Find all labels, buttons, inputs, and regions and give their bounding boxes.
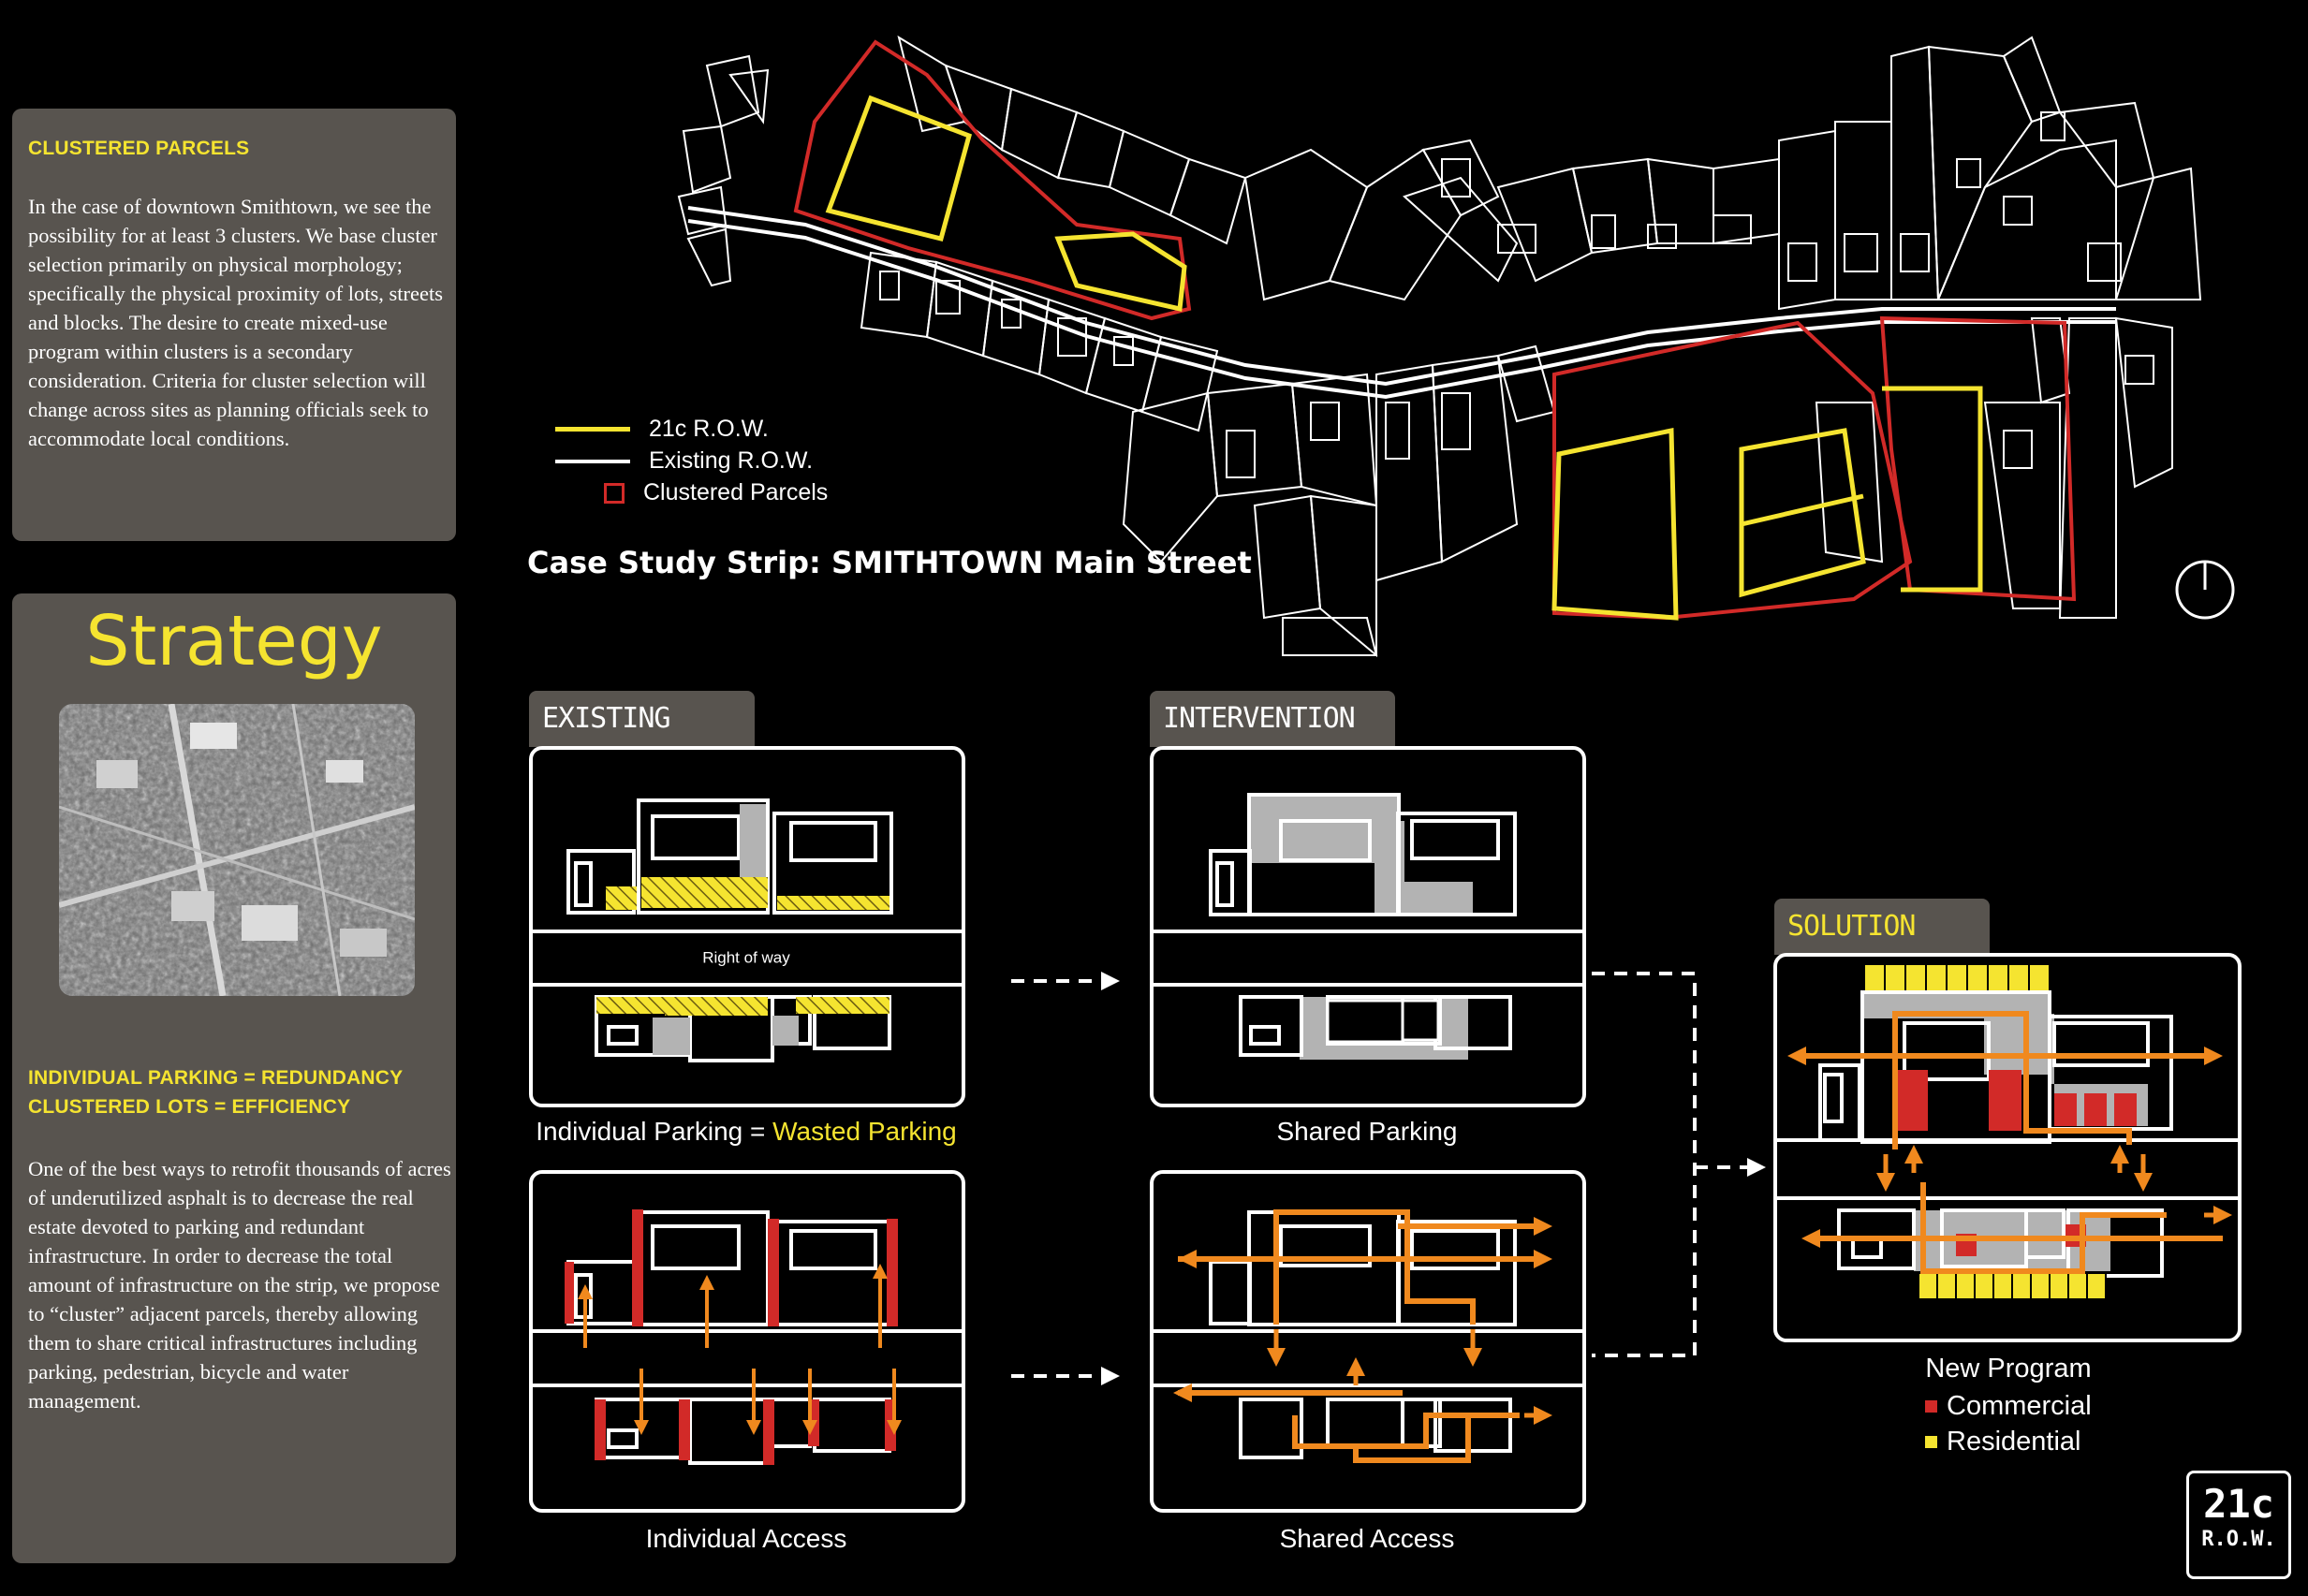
solution-diagram: [1773, 953, 2242, 1342]
commercial-swatch: [1925, 1399, 1937, 1413]
new-program-title: New Program: [1925, 1354, 2092, 1384]
legend-existing-row: Existing R.O.W.: [555, 447, 813, 475]
legend-21c-row: 21c R.O.W.: [555, 416, 769, 443]
caption-individual-access: Individual Access: [645, 1524, 847, 1553]
white-line-swatch: [555, 459, 630, 463]
tab-solution: SOLUTION: [1774, 899, 1990, 955]
strategy-equation-efficiency: CLUSTERED LOTS = EFFICIENCY: [28, 1096, 351, 1118]
legend-21c-row-label: 21c R.O.W.: [649, 416, 769, 442]
strategy-panel: Strategy INDIVIDUAL PARKING = REDUNDANCY…: [12, 593, 456, 1563]
existing-parking-diagram: Right of way: [529, 746, 965, 1107]
yellow-line-swatch: [555, 427, 630, 432]
aerial-photo: [59, 704, 415, 996]
legend-clustered-parcels: Clustered Parcels: [555, 479, 828, 506]
tab-existing: EXISTING: [529, 691, 755, 747]
logo-line2: R.O.W.: [2201, 1528, 2276, 1551]
legend-commercial-label: Commercial: [1947, 1390, 2092, 1421]
clustered-parcels-text: In the case of downtown Smithtown, we se…: [28, 195, 444, 450]
strategy-equation-redundancy: INDIVIDUAL PARKING = REDUNDANCY: [28, 1067, 404, 1089]
strategy-title: Strategy: [85, 601, 383, 681]
right-of-way-label: Right of way: [702, 948, 790, 966]
caption-shared-parking: Shared Parking: [1276, 1117, 1458, 1146]
new-program-legend: New Program Commercial Residential: [1891, 1354, 2125, 1459]
clustered-parcels-heading: CLUSTERED PARCELS: [28, 138, 250, 159]
strategy-text: One of the best ways to retrofit thousan…: [28, 1157, 451, 1413]
legend-residential-label: Residential: [1947, 1426, 2081, 1457]
tab-intervention: INTERVENTION: [1150, 691, 1395, 747]
smithtown-site-map: [677, 35, 2235, 658]
caption-individual-parking: Individual Parking = Wasted Parking: [529, 1117, 963, 1147]
residential-swatch: [1925, 1435, 1937, 1448]
case-study-title: Case Study Strip: SMITHTOWN Main Street: [527, 545, 1252, 580]
clustered-parcels-panel: CLUSTERED PARCELS In the case of downtow…: [12, 109, 456, 541]
shared-access-diagram: [1150, 1170, 1586, 1513]
legend-commercial: Commercial: [1891, 1388, 2125, 1424]
caption-individual-parking-label: Individual Parking =: [536, 1117, 773, 1146]
legend-residential: Residential: [1891, 1424, 2125, 1459]
legend-existing-row-label: Existing R.O.W.: [649, 447, 814, 474]
individual-access-diagram: [529, 1170, 965, 1513]
21c-row-logo: 21c R.O.W.: [2186, 1471, 2291, 1579]
caption-wasted-parking: Wasted Parking: [772, 1117, 957, 1146]
legend-clustered-parcels-label: Clustered Parcels: [643, 479, 829, 505]
caption-shared-access: Shared Access: [1279, 1524, 1455, 1553]
red-square-swatch: [604, 482, 625, 504]
shared-parking-diagram: [1150, 746, 1586, 1107]
logo-line1: 21c: [2203, 1481, 2274, 1527]
